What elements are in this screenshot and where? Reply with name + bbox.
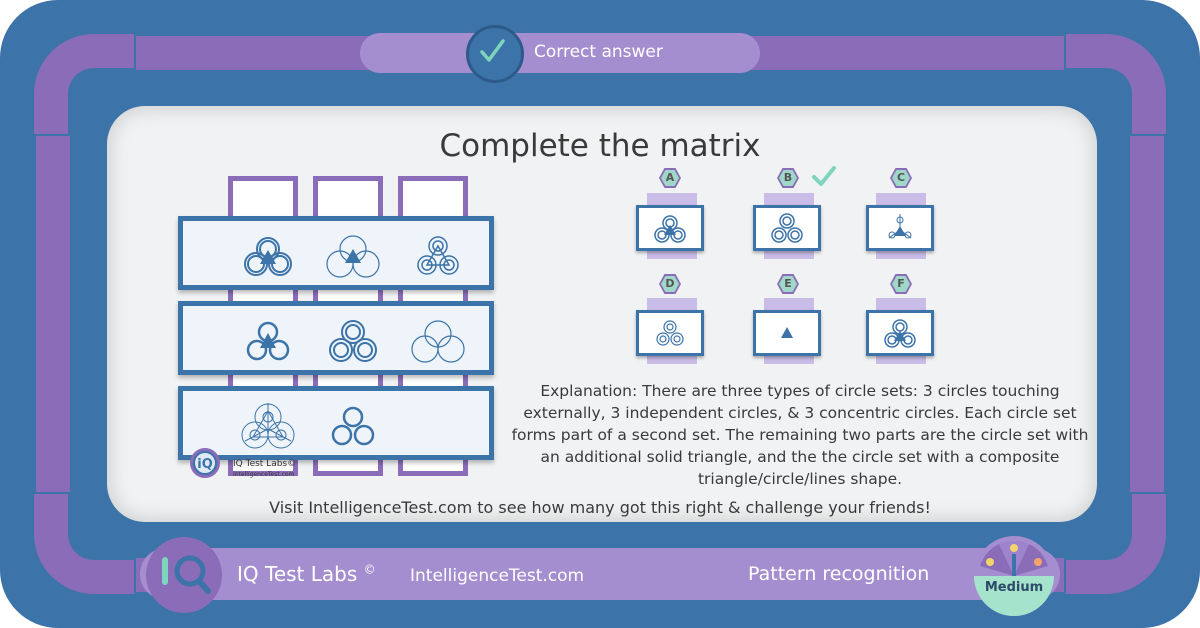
check-icon [480,39,505,62]
option-f-badge: F [890,274,912,294]
option-e[interactable] [753,310,821,356]
difficulty-gauge [974,536,1054,616]
option-b-badge: B [777,168,799,188]
explanation-text: Explanation: There are three types of ci… [511,382,1089,488]
brand-logo-icon [146,537,222,613]
watermark-site: IntelligenceTest.com [233,471,295,478]
footer-category: Pattern recognition [748,563,930,585]
option-a[interactable] [636,205,704,251]
footer-site[interactable]: IntelligenceTest.com [410,566,585,586]
mini-logo-icon: iQ [190,448,220,478]
matrix-row [178,216,494,290]
watermark-brand: IQ Test Labs© [233,459,297,469]
visit-link-text[interactable]: Visit IntelligenceTest.com to see how ma… [269,498,931,517]
matrix-row-figures [244,235,459,278]
option-d[interactable] [636,310,704,356]
option-b[interactable] [753,205,821,251]
footer-bar [140,548,1060,600]
option-c[interactable] [866,205,934,251]
footer-brand: IQ Test Labs © [237,562,376,586]
option-d-badge: D [659,274,681,294]
right-stripe [1130,136,1164,492]
status-banner [360,33,760,73]
status-badge [466,25,524,83]
matrix-row-figures [246,320,465,363]
difficulty-label: Medium [984,580,1044,595]
correct-check-icon [812,166,836,186]
matrix-row [178,386,494,460]
left-stripe [36,136,70,492]
option-f[interactable] [866,310,934,356]
option-c-badge: C [890,168,912,188]
option-e-badge: E [777,274,799,294]
corner-decoration [34,34,134,134]
option-a-badge: A [659,168,681,188]
svg-text:iQ: iQ [197,457,213,472]
matrix-row-figures [241,403,375,449]
page-title: Complete the matrix [439,128,761,164]
gauge-icon [974,540,1054,616]
matrix-row [178,301,494,375]
status-label: Correct answer [534,42,663,62]
